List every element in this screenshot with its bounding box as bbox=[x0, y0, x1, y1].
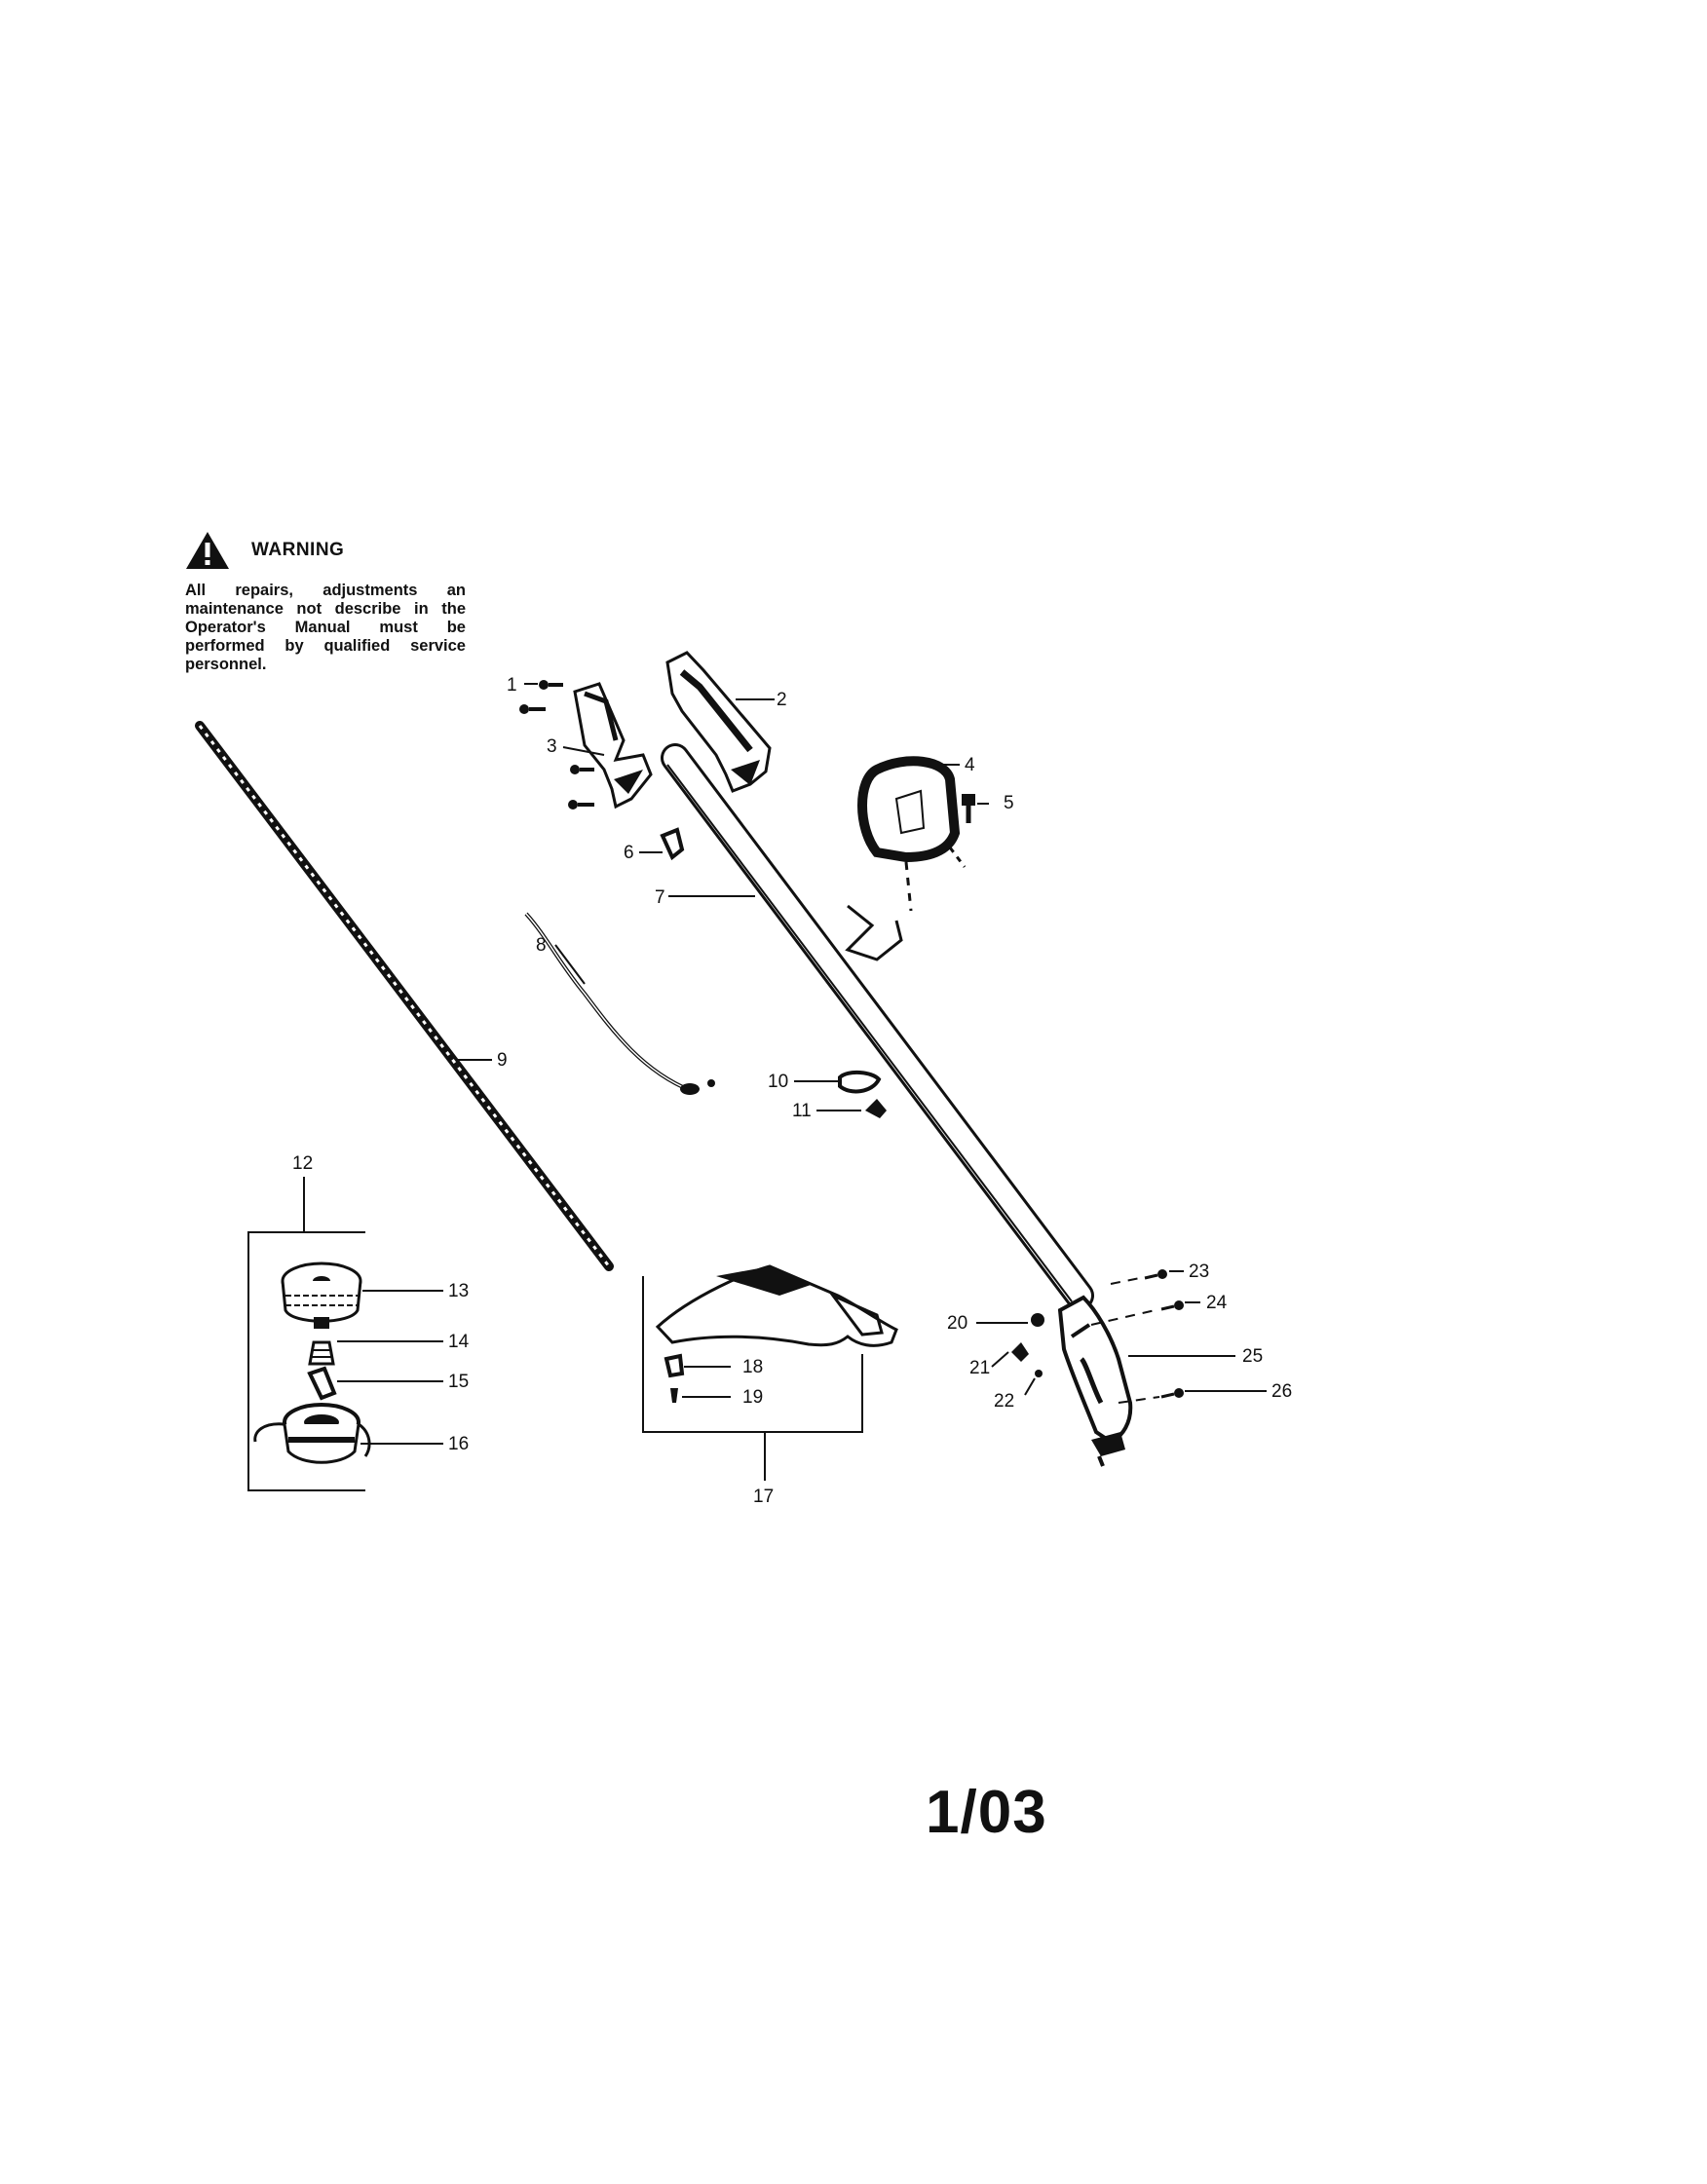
callout-9: 9 bbox=[497, 1050, 508, 1071]
callout-24: 24 bbox=[1206, 1293, 1228, 1313]
part-kit-12-bracket bbox=[247, 1177, 365, 1491]
callout-5: 5 bbox=[1004, 793, 1014, 813]
part-washer-20 bbox=[1031, 1313, 1044, 1327]
part-gearhead bbox=[1057, 1295, 1133, 1467]
part-spool-cover bbox=[281, 1261, 362, 1329]
part-screw-5 bbox=[962, 794, 975, 823]
part-screw-26 bbox=[1160, 1388, 1184, 1399]
callout-1: 1 bbox=[507, 675, 517, 696]
part-d-handle bbox=[845, 756, 967, 961]
callout-numbers: 1 2 3 4 5 6 7 8 9 10 11 12 13 14 15 16 1… bbox=[292, 675, 1292, 1507]
part-handle-left bbox=[573, 682, 653, 810]
callout-18: 18 bbox=[742, 1357, 763, 1377]
callout-25: 25 bbox=[1242, 1346, 1263, 1367]
callout-2: 2 bbox=[777, 690, 787, 710]
callout-23: 23 bbox=[1189, 1261, 1209, 1282]
part-clip-6 bbox=[660, 827, 685, 861]
part-spring bbox=[308, 1340, 335, 1366]
callout-14: 14 bbox=[448, 1332, 470, 1352]
callout-20: 20 bbox=[947, 1313, 967, 1334]
callout-13: 13 bbox=[448, 1281, 469, 1301]
callout-22: 22 bbox=[994, 1391, 1014, 1412]
callout-11: 11 bbox=[792, 1101, 812, 1121]
callout-19: 19 bbox=[742, 1387, 763, 1408]
callout-6: 6 bbox=[624, 843, 634, 863]
part-throttle-cable bbox=[524, 912, 715, 1095]
callout-10: 10 bbox=[768, 1072, 788, 1092]
part-screws-1 bbox=[519, 680, 594, 810]
part-wing-knob-21 bbox=[1011, 1342, 1029, 1362]
part-guard bbox=[655, 1264, 898, 1347]
callout-21: 21 bbox=[969, 1358, 990, 1378]
callout-8: 8 bbox=[536, 935, 547, 956]
part-clamp-10 bbox=[838, 1071, 882, 1094]
warning-block: WARNING All repairs, adjustments an main… bbox=[185, 531, 468, 674]
part-screw-19 bbox=[670, 1388, 678, 1403]
part-spool-housing bbox=[253, 1403, 371, 1464]
part-handle-right bbox=[665, 651, 772, 793]
callout-7: 7 bbox=[655, 887, 665, 908]
part-retainer bbox=[307, 1366, 337, 1401]
alignment-lines bbox=[1090, 1277, 1160, 1404]
warning-header: WARNING bbox=[185, 531, 468, 570]
warning-text: All repairs, adjustments an maintenance … bbox=[185, 582, 466, 673]
callout-16: 16 bbox=[448, 1434, 469, 1454]
part-kit-17-bracket bbox=[642, 1276, 863, 1481]
callout-12: 12 bbox=[292, 1153, 313, 1174]
warning-triangle-icon bbox=[186, 532, 229, 569]
leader-lines bbox=[337, 683, 1267, 1445]
callout-26: 26 bbox=[1271, 1381, 1292, 1402]
part-screw-24 bbox=[1160, 1300, 1184, 1311]
part-cutter-18 bbox=[664, 1353, 685, 1378]
part-drive-shaft bbox=[195, 721, 614, 1271]
callout-15: 15 bbox=[448, 1372, 469, 1392]
part-nut-22 bbox=[1035, 1370, 1043, 1377]
callout-17: 17 bbox=[753, 1487, 774, 1507]
date-code: 1/03 bbox=[926, 1779, 1047, 1846]
part-shaft-tube bbox=[661, 743, 1094, 1310]
warning-title: WARNING bbox=[251, 540, 345, 560]
part-wing-nut-11 bbox=[865, 1099, 887, 1118]
part-screw-23 bbox=[1144, 1269, 1167, 1280]
callout-4: 4 bbox=[965, 755, 975, 775]
callout-3: 3 bbox=[547, 736, 557, 757]
